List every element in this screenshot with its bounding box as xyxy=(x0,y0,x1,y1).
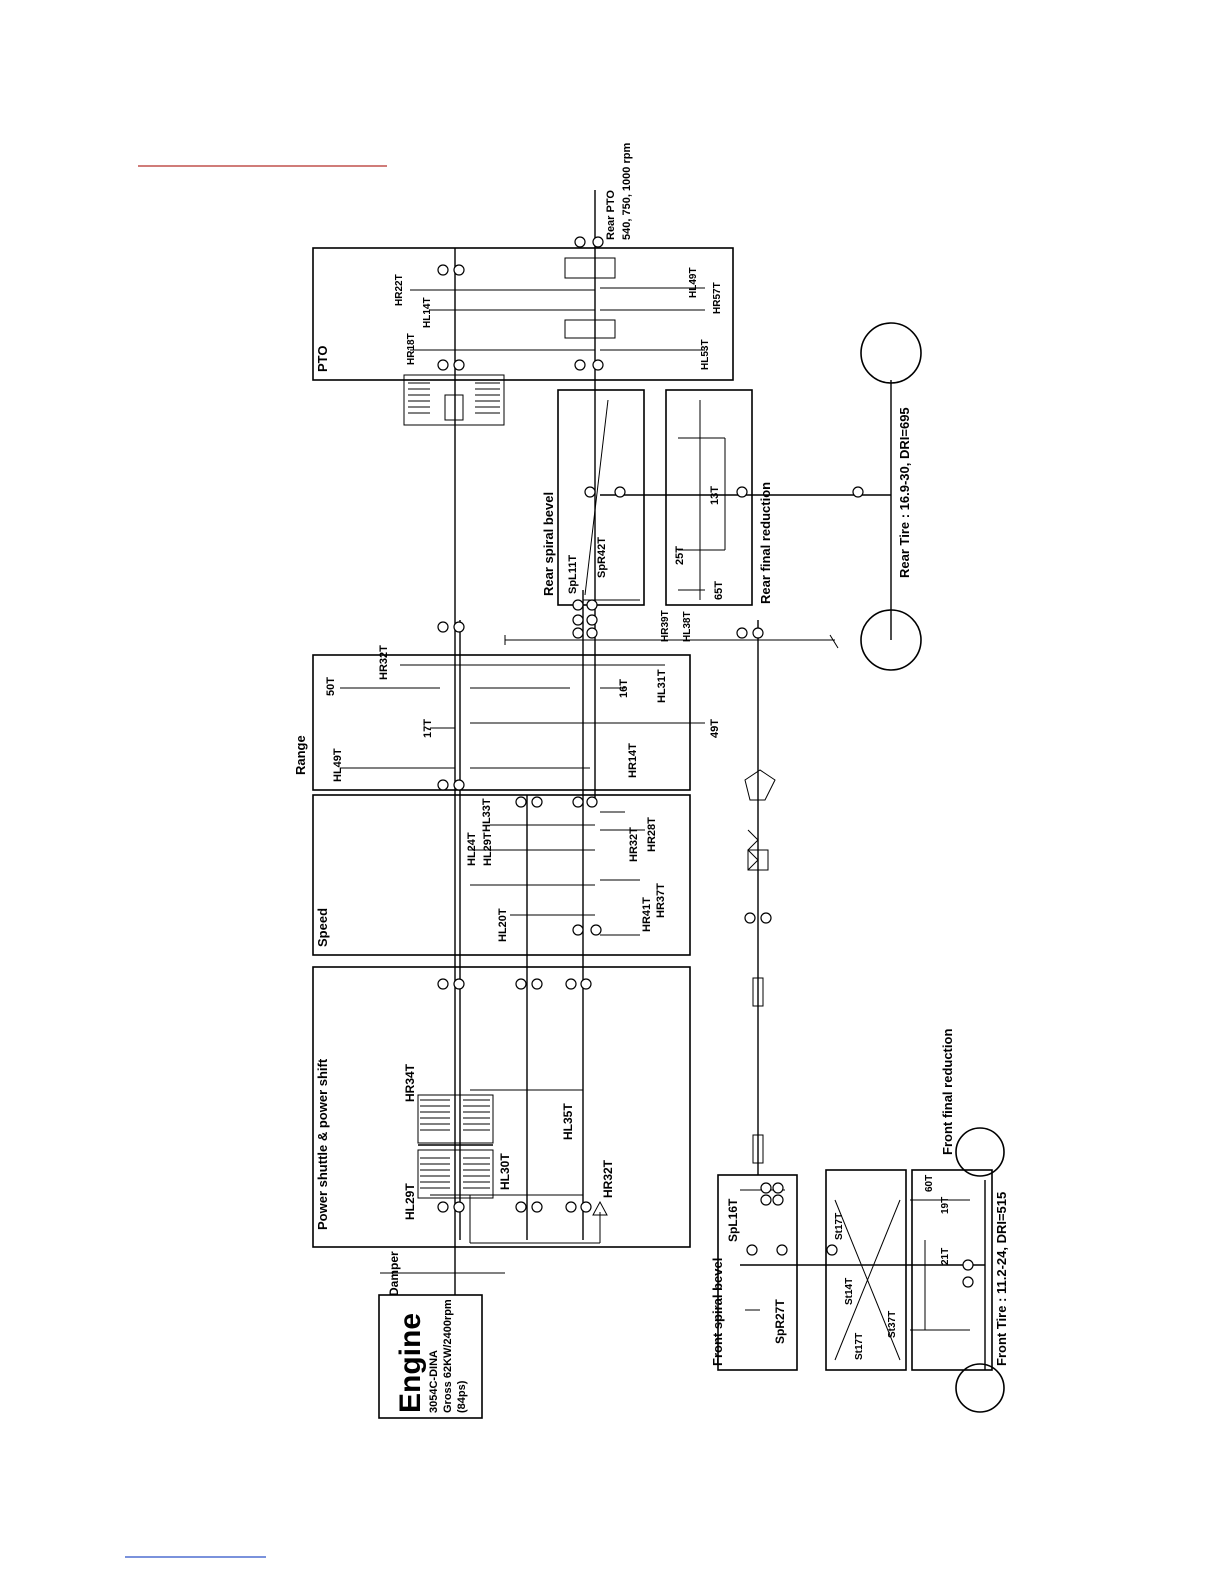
front-diff-gears xyxy=(834,1199,970,1361)
engine-ps: (84ps) xyxy=(456,1380,468,1413)
shuttle-gear-lines xyxy=(430,1089,601,1244)
damper-label: Damper xyxy=(387,1251,401,1296)
range-gear-lines xyxy=(340,664,705,769)
gear-label: SpL11T xyxy=(567,555,579,594)
rear-tire-top xyxy=(860,322,922,384)
gear-label: HL35T xyxy=(561,1103,575,1140)
gear-label: HL49T xyxy=(688,267,699,298)
rear-final-gears xyxy=(678,400,726,600)
gear-label: 21T xyxy=(940,1248,951,1265)
gear-label: HL31T xyxy=(656,669,668,703)
front-spiral-bevel-label: Front spiral bevel xyxy=(710,1258,725,1366)
engine-power: Gross 62KW/2400rpm xyxy=(442,1299,454,1413)
front-differential-box xyxy=(825,1169,907,1371)
rear-pto-title: Rear PTO xyxy=(605,190,617,240)
gear-label: St14T xyxy=(844,1278,855,1305)
gear-label: HL20T xyxy=(497,908,509,942)
gear-label: St37T xyxy=(887,1311,898,1338)
gear-label: SpR27T xyxy=(773,1299,787,1344)
gear-label: HR18T xyxy=(406,333,417,365)
transfer-gear-line-3 xyxy=(829,634,839,649)
gear-label: HL33T xyxy=(481,798,493,832)
gear-label: 17T xyxy=(422,719,434,738)
gear-label: HL29T xyxy=(403,1183,417,1220)
front-tire-bottom xyxy=(955,1363,1005,1413)
power-shuttle-label: Power shuttle & power shift xyxy=(315,1058,330,1230)
gear-label: HL53T xyxy=(700,339,711,370)
shuttle-clutch-packs xyxy=(417,1094,494,1199)
gear-label: HR41T xyxy=(641,897,653,932)
gear-label: SpL16T xyxy=(726,1198,740,1242)
gear-label: 65T xyxy=(713,581,725,600)
gear-label: HL29T xyxy=(482,832,494,866)
front-final-reduction-box xyxy=(911,1169,993,1371)
engine-title: Engine xyxy=(394,1313,427,1413)
gear-label: 13T xyxy=(709,486,721,505)
engine-box xyxy=(378,1294,483,1419)
power-shuttle-box xyxy=(312,966,691,1248)
gear-label: HR14T xyxy=(627,743,639,778)
gear-label: 50T xyxy=(325,677,337,696)
front-final-reduction-label: Front final reduction xyxy=(940,1029,955,1155)
gear-label: HL14T xyxy=(422,297,433,328)
pto-gear-lines xyxy=(410,257,705,351)
rear-bevel-gears xyxy=(583,399,640,601)
rear-final-reduction-label: Rear final reduction xyxy=(758,482,773,604)
front-shaft-joint xyxy=(744,769,776,1164)
gear-label: HR22T xyxy=(394,274,405,306)
rear-spiral-bevel-box xyxy=(557,389,645,606)
gear-label: HR39T xyxy=(660,610,671,642)
gear-label: St17T xyxy=(854,1333,865,1360)
gear-label: 25T xyxy=(674,546,686,565)
gear-label: 19T xyxy=(940,1197,951,1214)
pto-label: PTO xyxy=(315,346,330,373)
gear-label: HR28T xyxy=(646,817,658,852)
pto-clutch xyxy=(403,374,505,426)
gear-label: 16T xyxy=(618,679,630,698)
shuttle-arrow-icon xyxy=(592,1200,608,1216)
gear-label: HL49T xyxy=(332,748,344,782)
rear-tire-bottom xyxy=(860,609,922,671)
gear-label: 49T xyxy=(709,719,721,738)
gear-label: St17T xyxy=(834,1213,845,1240)
gear-label: HR32T xyxy=(378,645,390,680)
gear-label: SpR42T xyxy=(596,537,608,578)
rear-spiral-bevel-label: Rear spiral bevel xyxy=(541,492,556,596)
front-tire-top xyxy=(955,1127,1005,1177)
speed-box xyxy=(312,794,691,956)
gear-label: HR57T xyxy=(712,282,723,314)
gear-label: HR32T xyxy=(628,827,640,862)
bearings xyxy=(437,236,974,1288)
rear-final-reduction-box xyxy=(665,389,753,606)
gear-label: HL24T xyxy=(466,832,478,866)
rear-tire-label: Rear Tire : 16.9-30, DRI=695 xyxy=(897,407,912,578)
gear-label: HL38T xyxy=(682,611,693,642)
speed-gear-lines xyxy=(470,811,645,936)
gear-label: HR34T xyxy=(403,1063,417,1102)
gear-label: HL30T xyxy=(498,1153,512,1190)
front-tire-label: Front Tire : 11.2-24, DRI=515 xyxy=(994,1192,1009,1366)
range-label: Range xyxy=(293,735,308,775)
gear-label: HR32T xyxy=(601,1159,615,1198)
engine-model: 3054C-DINA xyxy=(428,1350,440,1413)
rear-pto-speeds: 540, 750, 1000 rpm xyxy=(621,143,633,240)
gear-label: HR37T xyxy=(655,883,667,918)
gear-label: 60T xyxy=(924,1175,935,1192)
speed-label: Speed xyxy=(315,908,330,947)
pto-box xyxy=(312,247,734,381)
